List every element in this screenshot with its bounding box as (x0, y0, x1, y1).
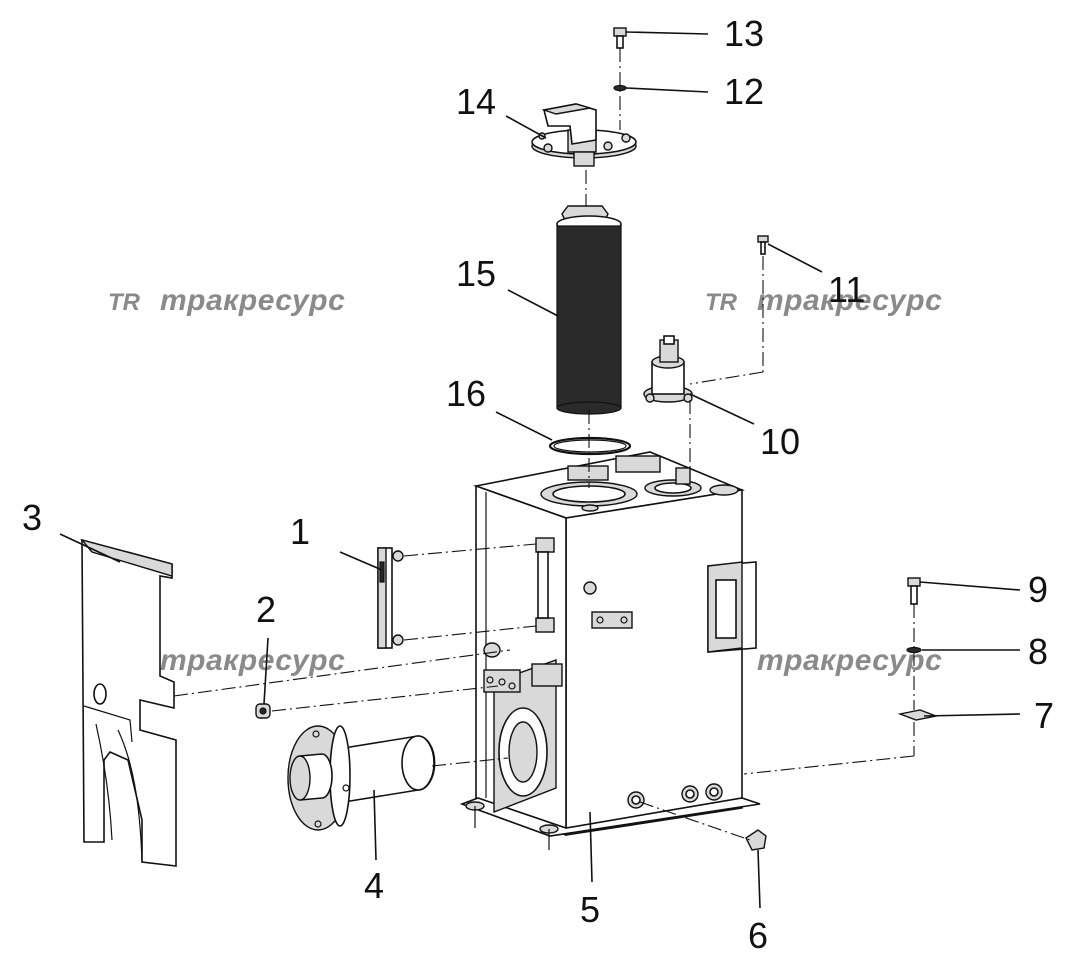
callout-11: 11 (828, 269, 865, 310)
callout-numbers: 1 2 3 4 5 6 7 8 9 10 11 12 13 14 15 16 (22, 13, 1054, 956)
part-4-suction-strainer (287, 725, 436, 831)
watermark-top-left: TR тракресурс (108, 284, 345, 317)
part-12-washer (613, 84, 627, 92)
part-15-filter-element (556, 205, 622, 415)
watermark-logo: TR (108, 289, 141, 316)
callout-1: 1 (290, 511, 310, 552)
callout-4: 4 (364, 865, 384, 906)
callout-14: 14 (456, 81, 496, 122)
leader-lines (59, 31, 1021, 909)
watermark-text: тракресурс (757, 284, 942, 317)
part-1-sight-glass (377, 537, 555, 649)
part-16-o-ring (548, 436, 632, 456)
watermark-text: тракресурс (160, 284, 345, 317)
part-7-bracket (897, 709, 939, 721)
watermark-top-right: TR тракресурс (705, 284, 942, 317)
callout-6: 6 (748, 915, 768, 956)
callout-10: 10 (760, 421, 800, 462)
part-8-washer (906, 646, 922, 654)
part-11-screw (757, 235, 769, 255)
part-5-tank-body (459, 451, 761, 850)
part-9-bolt (907, 577, 921, 605)
part-3-cover-plate (80, 538, 177, 867)
callout-7: 7 (1034, 695, 1054, 736)
callout-5: 5 (580, 889, 600, 930)
assembly-lines (173, 48, 915, 841)
callout-2: 2 (256, 589, 276, 630)
watermark-logo: TR (705, 289, 738, 316)
callout-13: 13 (724, 13, 764, 54)
part-10-valve (643, 335, 693, 403)
part-6-drain-plug (745, 829, 767, 851)
watermark-text: тракресурс (160, 644, 345, 677)
part-2-plug (255, 703, 271, 719)
callout-16: 16 (446, 373, 486, 414)
callout-8: 8 (1028, 631, 1048, 672)
callout-15: 15 (456, 253, 496, 294)
callout-12: 12 (724, 71, 764, 112)
callout-9: 9 (1028, 569, 1048, 610)
part-14-filter-head (531, 103, 637, 167)
part-13-screw (613, 27, 627, 49)
callout-3: 3 (22, 497, 42, 538)
